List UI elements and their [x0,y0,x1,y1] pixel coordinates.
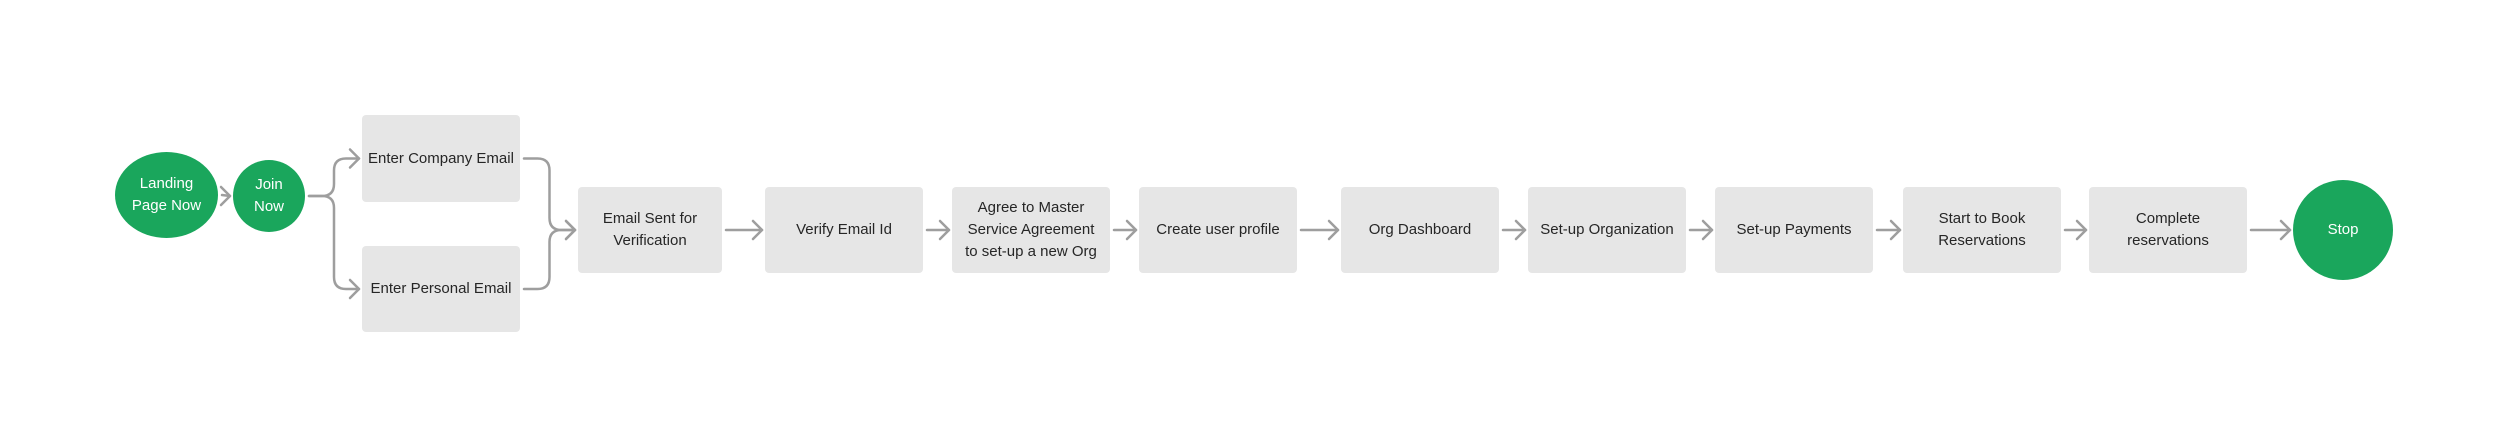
node-label: Stop [2327,221,2359,238]
node-label: Complete reservations [2127,210,2209,249]
connector-company-email-to-email-sent [522,157,577,232]
node-label: Org Dashboard [1368,221,1472,238]
step-node-start-book: Start to Book Reservations [1903,187,2061,273]
connector-start-book-to-complete-arrowhead [2075,219,2088,241]
connector-email-sent-to-verify-arrowhead [751,219,764,241]
connector-agree-to-profile-arrowhead [1125,219,1138,241]
node-label: Enter Company Email [368,149,514,167]
step-node-verify: Verify Email Id [765,187,923,273]
connector-profile-to-dashboard-arrowhead [1327,219,1340,241]
step-node-profile: Create user profile [1139,187,1297,273]
node-label: Email Sent for Verification [602,210,698,249]
step-node-setup-org: Set-up Organization [1528,187,1686,273]
step-node-dashboard: Org Dashboard [1341,187,1499,273]
node-label: Set-up Payments [1736,221,1852,238]
step-node-complete: Complete reservations [2089,187,2247,273]
step-node-email-sent: Email Sent for Verification [578,187,722,273]
connector-landing-to-join-arrowhead [219,185,232,207]
connector-personal-email-to-email-sent [522,228,577,291]
node-label: Set-up Organization [1540,221,1674,238]
terminal-node-landing: Landing Page Now [115,152,218,238]
connector-personal-email-to-email-sent-arrowhead [564,219,577,241]
step-node-company-email: Enter Company Email [362,115,520,202]
node-label: Start to Book Reservations [1938,210,2026,249]
node-label: Verify Email Id [796,221,892,238]
terminal-node-join: Join Now [233,160,305,232]
node-label: Agree to Master Service Agreement to set… [965,199,1097,260]
step-node-payments: Set-up Payments [1715,187,1873,273]
node-label: Landing Page Now [131,175,202,214]
node-label: Create user profile [1156,221,1280,238]
node-label: Enter Personal Email [370,280,512,297]
connector-payments-to-start-book-arrowhead [1889,219,1902,241]
connector-dashboard-to-setup-org-arrowhead [1514,219,1527,241]
terminal-node-stop: Stop [2293,180,2393,280]
connector-verify-to-agree-arrowhead [938,219,951,241]
step-node-personal-email: Enter Personal Email [362,246,520,332]
connector-join-to-personal-email [307,194,361,291]
connector-complete-to-stop-arrowhead [2279,219,2292,241]
connector-join-to-company-email [307,157,361,198]
step-node-agree: Agree to Master Service Agreement to set… [952,187,1110,273]
node-label: Join Now [253,176,284,215]
connector-setup-org-to-payments-arrowhead [1701,219,1714,241]
connector-join-to-company-email-arrowhead [348,148,361,169]
connector-join-to-personal-email-arrowhead [348,278,361,300]
